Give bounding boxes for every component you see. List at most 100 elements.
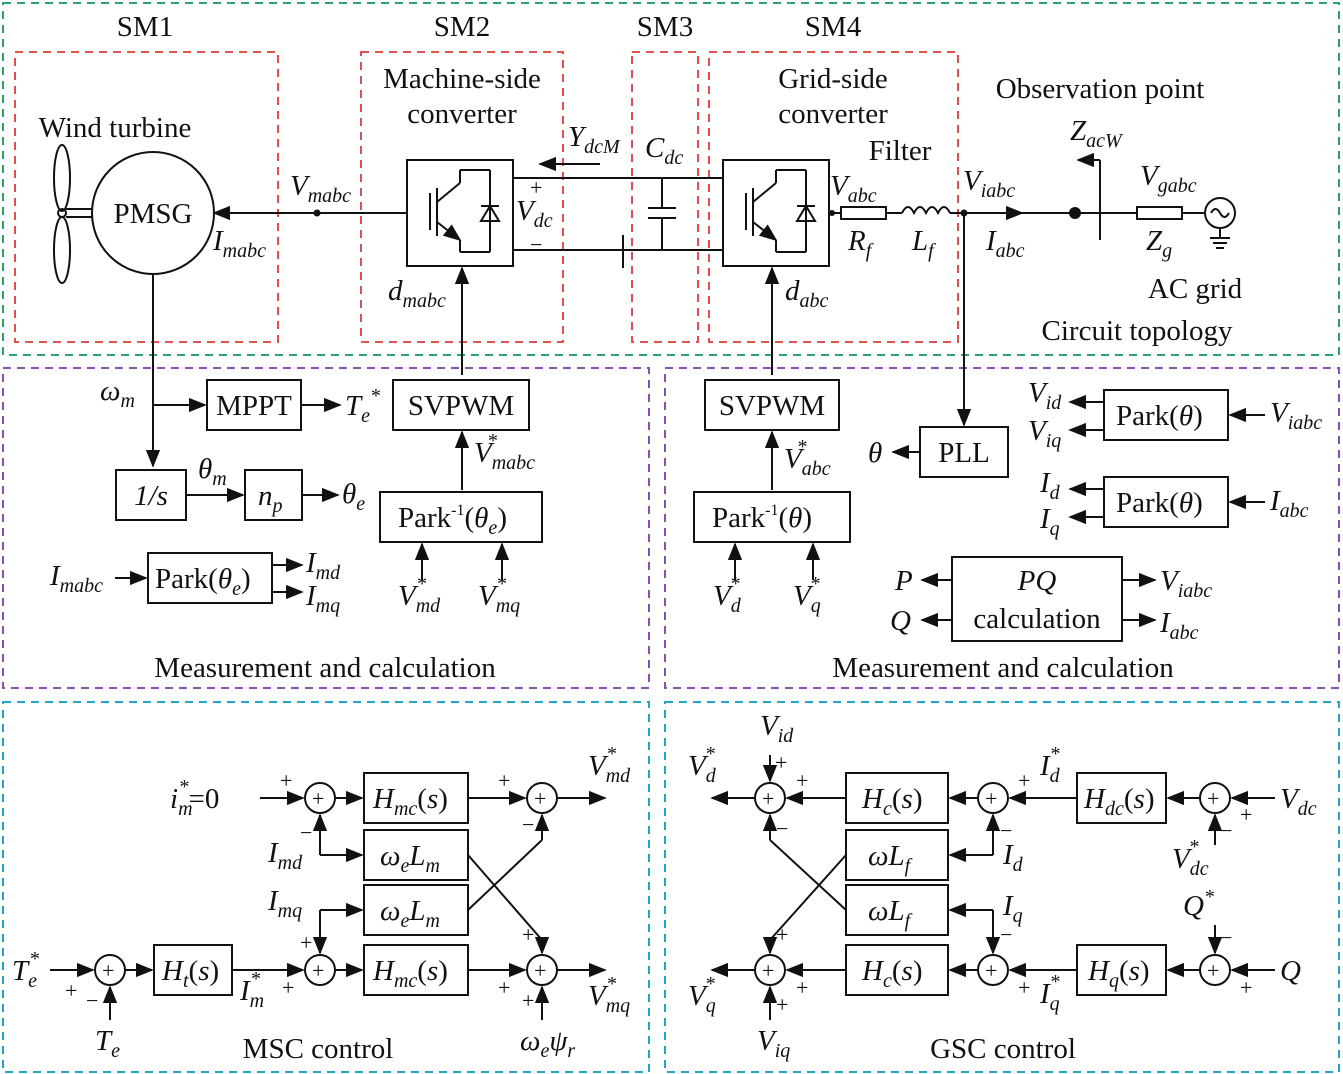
msc-title-1: Machine-side <box>383 63 541 95</box>
svg-text:−: − <box>1000 818 1012 843</box>
svpwm-left-label: SVPWM <box>408 390 514 422</box>
viabc-label: Viabc <box>963 165 1015 202</box>
svg-text:+: + <box>65 978 77 1003</box>
svg-text:+: + <box>776 992 788 1017</box>
park-v-label: Park(θ) <box>1116 400 1203 432</box>
vabc-ref-label: Vabc* <box>784 436 831 480</box>
gsc-title-1: Grid-side <box>778 63 888 95</box>
theta-m-label: θm <box>198 453 227 490</box>
hdc-label: Hdc(s) <box>1083 783 1154 820</box>
dc-capacitor <box>648 178 676 250</box>
sm3-label: SM3 <box>637 11 693 43</box>
weLm-d-block <box>363 829 469 881</box>
viabc-pq-label: Viabc <box>1160 565 1212 602</box>
svg-text:+: + <box>1240 802 1252 827</box>
filter-label: Filter <box>869 135 932 167</box>
vd-ref-label: Vd* <box>713 573 742 617</box>
park-theta-e-block <box>147 552 273 604</box>
vq-ref-label: Vq* <box>793 573 821 617</box>
hdc-block <box>1076 772 1167 824</box>
weLm-q-label: ωeLm <box>380 895 440 932</box>
svg-text:−: − <box>1220 818 1232 843</box>
cdc-label: Cdc <box>645 132 683 169</box>
pq-calc-block <box>951 556 1123 642</box>
sm2-label: SM2 <box>434 11 490 43</box>
svg-text:+: + <box>985 958 997 983</box>
inv-park-right-block <box>693 491 851 543</box>
svg-text:+: + <box>282 975 294 1000</box>
q-label: Q <box>890 605 911 637</box>
msc-control-label: MSC control <box>243 1033 394 1065</box>
svg-text:+: + <box>534 786 546 811</box>
svg-text:+: + <box>300 930 312 955</box>
mppt-label: MPPT <box>216 390 292 422</box>
im-ref-label: im*=0 <box>170 776 219 820</box>
vabc-label: Vabc <box>830 170 877 207</box>
hmc-q-label: Hmc(s) <box>372 955 448 992</box>
omega-m-label: ωm <box>100 375 135 412</box>
svg-text:+: + <box>775 750 787 775</box>
hmc-d-label: Hmc(s) <box>372 783 448 820</box>
svg-text:+: + <box>534 958 546 983</box>
te-ref-label: Te* <box>345 385 380 427</box>
p-label: P <box>894 565 913 597</box>
svg-text:+: + <box>312 958 324 983</box>
q-ref-ctrl-label: Q* <box>1183 886 1214 922</box>
measurement-left-label: Measurement and calculation <box>154 652 496 684</box>
np-block <box>244 469 303 521</box>
park-i-block <box>1103 476 1229 528</box>
rf-resistor <box>840 206 887 220</box>
vid-label: Vid <box>1028 377 1062 414</box>
integrator-label: 1/s <box>134 480 168 512</box>
measurement-left-region <box>2 367 650 689</box>
dmabc-label: dmabc <box>388 275 446 312</box>
imq-label: Imq <box>305 580 340 617</box>
np-label: np <box>258 480 283 517</box>
zg-impedance <box>1136 206 1183 220</box>
hc-d-label: Hc(s) <box>861 783 922 820</box>
te-meas-label: Te <box>95 1025 120 1062</box>
svg-text:−: − <box>86 988 98 1013</box>
vgabc-label: Vgabc <box>1140 160 1197 197</box>
vdc-minus: − <box>530 232 542 257</box>
iabc-label: Iabc <box>985 225 1025 262</box>
iq-meas-label: Iq <box>1039 503 1060 540</box>
wLf-d-label: ωLf <box>868 840 913 877</box>
weLm-q-block <box>363 884 469 936</box>
imabc-label: Imabc <box>212 225 266 262</box>
sm1-region <box>14 51 279 343</box>
lf-label: Lf <box>911 225 936 262</box>
vdc-plus: + <box>530 175 542 200</box>
vmq-ref-label: Vmq* <box>478 573 520 617</box>
circuit-topology-label: Circuit topology <box>1042 315 1233 347</box>
ydcm-label: YdcM <box>568 121 621 158</box>
id-ref-ctrl-label: Id* <box>1039 743 1061 787</box>
viabc-meas-label: Viabc <box>1270 397 1322 434</box>
vq-ref-out-label: Vq* <box>688 973 716 1017</box>
svg-text:−: − <box>1220 925 1232 950</box>
svg-text:+: + <box>312 786 324 811</box>
measurement-right-label: Measurement and calculation <box>832 652 1174 684</box>
vmabc-ref-label: Vmabc* <box>474 430 535 474</box>
hmc-q-block <box>363 944 469 996</box>
observation-point-label: Observation point <box>996 73 1205 105</box>
iabc-meas-label: Iabc <box>1269 485 1309 522</box>
vmq-ref-out-label: Vmq* <box>588 973 630 1017</box>
svg-text:+: + <box>498 768 510 793</box>
svg-text:+: + <box>762 958 774 983</box>
svg-text:−: − <box>300 820 312 845</box>
imd-label: Imd <box>305 547 341 584</box>
integrator-block <box>115 469 187 521</box>
msc-control-region <box>2 701 650 1073</box>
vdc-ref-ctrl-label: Vdc* <box>1172 836 1209 880</box>
svg-text:+: + <box>522 988 534 1013</box>
im-ref-q-label: Im* <box>239 968 264 1012</box>
wind-turbine-icon <box>53 144 94 284</box>
rf-label: Rf <box>847 225 874 262</box>
inv-park-left-label: Park-1(θe) <box>398 502 507 539</box>
svg-text:+: + <box>498 975 510 1000</box>
imq-ctrl-label: Imq <box>267 885 302 922</box>
svpwm-left-block <box>392 379 530 431</box>
park-v-block <box>1103 389 1229 441</box>
